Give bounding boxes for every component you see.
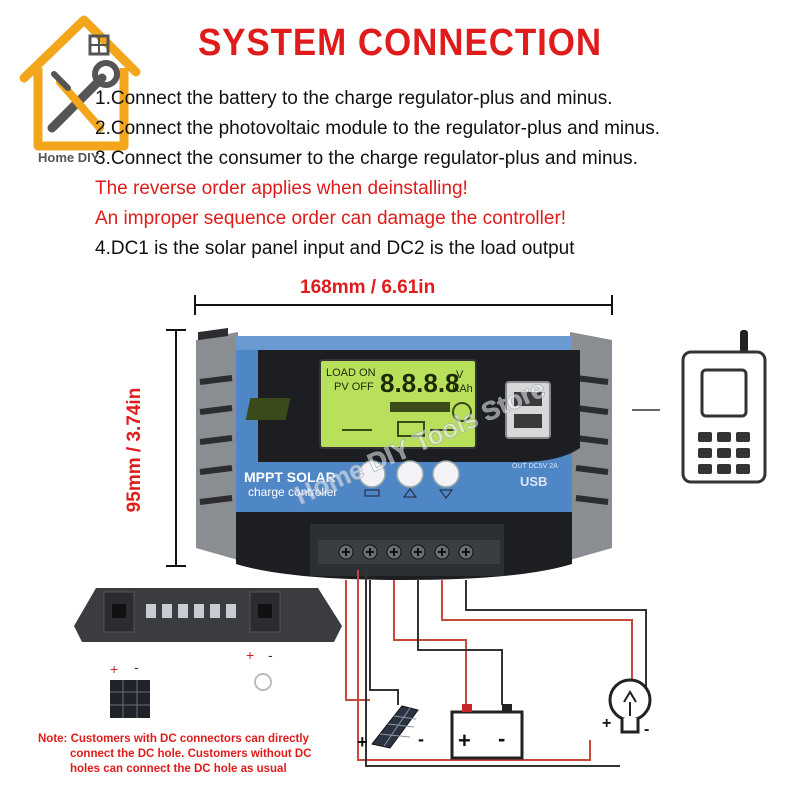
note-line-3: holes can connect the DC hole as usual — [70, 763, 287, 775]
warning-line-2: An improper sequence order can damage th… — [95, 208, 567, 229]
dc2-plus-label: + — [246, 647, 254, 663]
usb-output-label: OUT DC5V 2A — [512, 463, 558, 470]
width-dimension-arrow — [194, 295, 613, 315]
dc1-minus-label: - — [134, 659, 139, 675]
battery-minus-label: - — [498, 726, 505, 751]
instruction-line-1: 1.Connect the battery to the charge regu… — [95, 88, 613, 109]
lcd-unit-kah: KAh — [452, 383, 473, 395]
brand-line-1: MPPT SOLAR — [244, 469, 336, 485]
bulb-minus-label: - — [644, 721, 649, 738]
dc-connector-note: Note: Customers with DC connectors can d… — [38, 732, 338, 777]
usb-logo: USB — [520, 474, 547, 489]
lcd-unit-v: V — [456, 369, 464, 381]
solar-plus-label: + — [357, 732, 368, 752]
battery-icon: + - — [450, 704, 524, 760]
light-bulb-icon: + - — [602, 678, 652, 738]
height-dimension-arrow — [166, 329, 186, 567]
lcd-pv-off-label: PV OFF — [334, 381, 374, 393]
bulb-plus-label: + — [602, 715, 611, 732]
note-line-1: Note: Customers with DC connectors can d… — [38, 733, 309, 745]
dc2-minus-label: - — [268, 647, 273, 663]
connection-wires — [345, 570, 647, 767]
battery-plus-label: + — [458, 728, 471, 753]
solar-minus-label: - — [418, 729, 424, 749]
instruction-line-2: 2.Connect the photovoltaic module to the… — [95, 118, 661, 139]
instruction-line-4: 4.DC1 is the solar panel input and DC2 i… — [95, 238, 575, 259]
brand-logo — [14, 8, 142, 168]
warning-line-1: The reverse order applies when deinstall… — [95, 178, 468, 199]
note-line-2: connect the DC hole. Customers without D… — [70, 748, 312, 760]
instruction-line-3: 3.Connect the consumer to the charge reg… — [95, 148, 638, 169]
dc1-plus-label: + — [110, 661, 118, 677]
width-dimension-label: 168mm / 6.61in — [300, 277, 436, 298]
page-title: SYSTEM CONNECTION — [197, 22, 603, 64]
lcd-digits: 8.8.8.8 — [380, 368, 460, 398]
dc-connector-controller: + - + - — [74, 588, 342, 718]
brand-line-2: charge controller — [248, 485, 337, 499]
logo-text: Home DIY — [38, 150, 100, 165]
phone-icon — [632, 330, 767, 484]
lcd-load-on-label: LOAD ON — [326, 367, 376, 379]
solar-panel-icon: + - — [357, 705, 424, 752]
